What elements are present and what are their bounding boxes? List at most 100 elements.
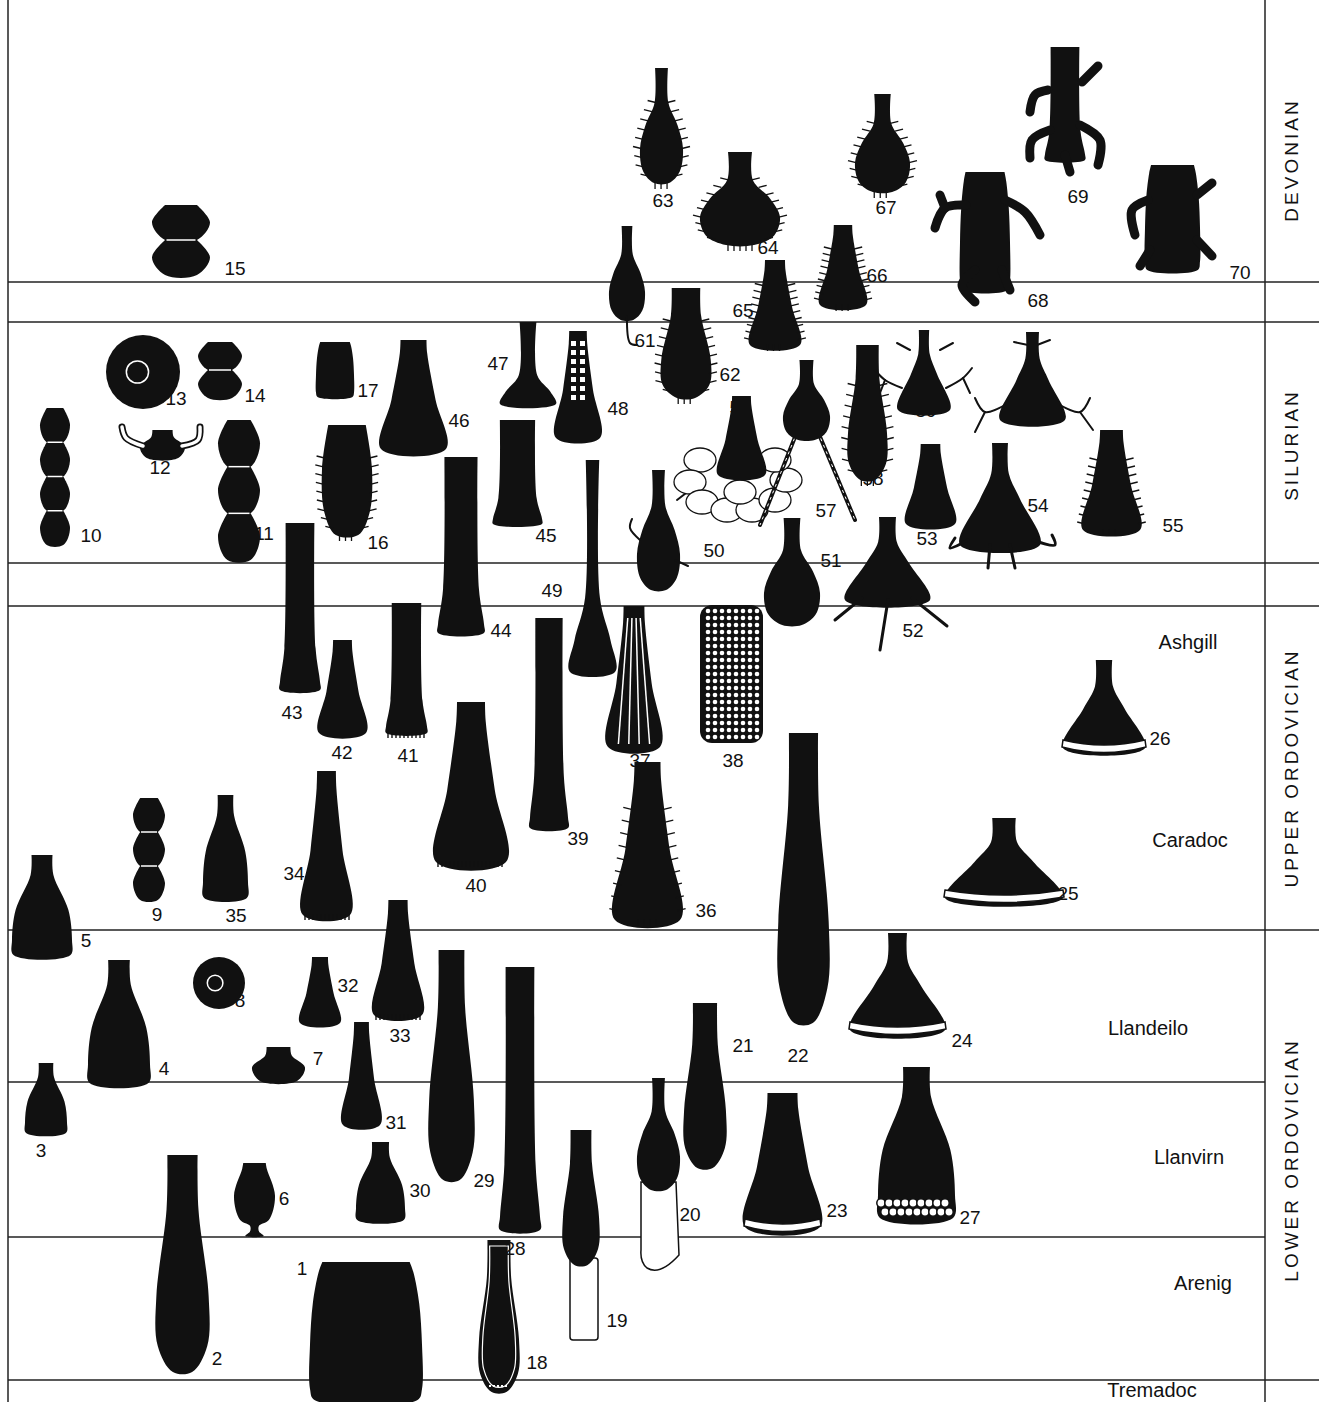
specimen-spine (1087, 474, 1095, 476)
specimen-silhouette (40, 511, 70, 547)
mesh-hole (734, 686, 739, 691)
specimen-process (963, 378, 970, 393)
specimen-number: 54 (1027, 496, 1048, 515)
specimen-spine (745, 244, 746, 251)
specimen-spine (361, 526, 369, 528)
mesh-hole (748, 700, 753, 705)
specimen-process (880, 380, 885, 393)
specimen-spine (904, 145, 912, 147)
basal-tooth (469, 861, 470, 867)
mesh-hole (741, 651, 746, 656)
specimen-spine (657, 345, 665, 347)
mesh-hole (755, 637, 760, 642)
specimen-number: 58 (862, 469, 883, 488)
specimen-process (940, 343, 953, 350)
mesh-hole (741, 693, 746, 698)
specimen-spine (1114, 529, 1115, 536)
mesh-hole (706, 721, 711, 726)
basal-bubble (877, 1199, 885, 1207)
mesh-hole (755, 616, 760, 621)
specimen-number: 10 (80, 526, 101, 545)
mesh-hole (720, 644, 725, 649)
mesh-hole (713, 623, 718, 628)
mesh-hole (734, 679, 739, 684)
mesh-hole (748, 644, 753, 649)
specimen-spine (766, 193, 774, 195)
mesh-hole (755, 644, 760, 649)
specimen-number: 49 (541, 581, 562, 600)
specimen-silhouette (316, 342, 355, 399)
basal-tooth (419, 1014, 420, 1020)
specimen-number: 48 (607, 399, 628, 418)
mesh-hole (755, 693, 760, 698)
mesh-hole (755, 665, 760, 670)
mesh-hole (720, 707, 725, 712)
specimen-spine (635, 137, 643, 139)
specimen-silhouette (605, 606, 663, 754)
mesh-hole (741, 665, 746, 670)
specimen-spine (667, 101, 675, 103)
specimen-spine (874, 191, 875, 198)
basal-tooth (493, 861, 494, 867)
basal-tooth (395, 732, 396, 738)
specimen-spine (661, 328, 669, 330)
chamber-joint (141, 831, 157, 833)
specimen-spine (317, 456, 325, 458)
specimen-number: 52 (902, 621, 923, 640)
specimen-spine (774, 230, 782, 232)
mesh-hole (748, 721, 753, 726)
specimen-spine (857, 137, 865, 139)
mesh-hole (720, 728, 725, 733)
specimen-spine (815, 292, 823, 294)
specimen-process (1002, 270, 1010, 290)
specimen-spine (705, 337, 713, 339)
specimen-number: 15 (224, 259, 245, 278)
mesh-hole (755, 623, 760, 628)
basal-tooth (465, 861, 466, 867)
specimen-silhouette (660, 288, 711, 400)
specimen-spine (371, 474, 379, 476)
specimen-number: 36 (695, 901, 716, 920)
specimen-silhouette (1062, 660, 1145, 756)
specimen-silhouette (133, 832, 165, 868)
specimen-spine (777, 223, 785, 225)
specimen-spine (654, 182, 655, 189)
specimen-silhouette (202, 795, 249, 902)
mesh-hole (727, 728, 732, 733)
specimen-spine (672, 871, 680, 873)
wall-window (571, 341, 576, 346)
mesh-hole (741, 721, 746, 726)
boundary-line (8, 281, 1319, 283)
specimen-process (935, 205, 966, 228)
specimen-spine (674, 883, 682, 885)
specimen-spine (752, 178, 760, 180)
specimen-spine (747, 324, 755, 326)
wall-window (580, 386, 585, 391)
specimen-spine (707, 345, 715, 347)
specimen-spine (649, 919, 650, 926)
basal-tooth (411, 732, 412, 738)
basal-tooth (461, 861, 462, 867)
specimen-spine (823, 253, 831, 255)
specimen-spine (773, 344, 774, 351)
specimen-silhouette (743, 1093, 823, 1236)
specimen-number: 56 (729, 398, 750, 417)
stage-name: Caradoc (1152, 830, 1228, 850)
mesh-hole (734, 700, 739, 705)
mesh-hole (727, 637, 732, 642)
specimen-spine (817, 285, 825, 287)
wall-window (580, 395, 585, 400)
specimen-rib (629, 618, 632, 744)
wall-window (571, 386, 576, 391)
basal-tooth (387, 732, 388, 738)
specimen-number: 13 (165, 389, 186, 408)
mesh-hole (734, 672, 739, 677)
mesh-hole (741, 686, 746, 691)
specimen-process (897, 343, 910, 350)
mesh-hole (706, 686, 711, 691)
specimen-spine (370, 482, 378, 484)
period-name: DEVONIAN (1282, 98, 1301, 221)
specimen-number: 46 (448, 411, 469, 430)
mesh-hole (734, 651, 739, 656)
specimen-silhouette (133, 866, 165, 902)
